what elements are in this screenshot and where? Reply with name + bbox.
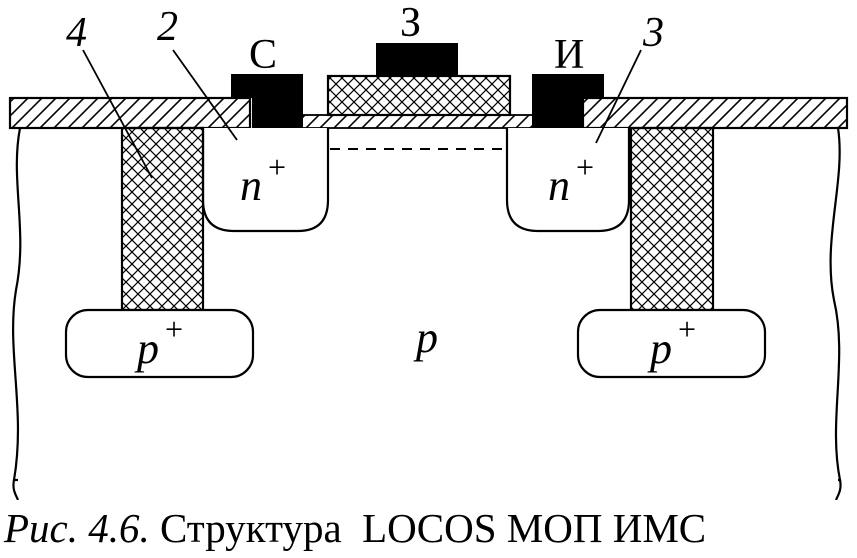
figure-number: Рис. 4.6. — [4, 505, 150, 551]
drain-label: И — [554, 32, 584, 78]
figure-caption: Рис. 4.6. Структура LOCOS МОП ИМС — [0, 498, 857, 558]
substrate-label: p — [413, 313, 438, 362]
callout-leader-2 — [172, 49, 238, 141]
n-plus-drain-region — [505, 128, 631, 233]
p-plus-left-region — [64, 308, 255, 379]
callout-leader-3 — [595, 49, 642, 144]
mos-structure-diagram: С З И 4 2 3 n + n + p + p + p — [8, 0, 849, 500]
p-plus-right-region — [576, 308, 767, 379]
n-plus-source-label: n — [240, 161, 262, 210]
isolation-column-right — [629, 126, 715, 312]
n-plus-drain-label: n — [548, 161, 570, 210]
n-plus-source-region — [201, 128, 330, 233]
p-plus-right-label: p — [647, 324, 672, 373]
p-plus-left-label: p — [134, 324, 159, 373]
callout-number-3: 3 — [642, 10, 664, 56]
p-plus-right-superscript: + — [678, 311, 696, 347]
callout-leader-4 — [82, 49, 153, 179]
callout-number-2: 2 — [157, 4, 178, 50]
p-plus-left-superscript: + — [165, 311, 183, 347]
n-plus-source-superscript: + — [268, 149, 286, 185]
field-oxide-right — [581, 96, 849, 130]
drain-contact — [532, 74, 604, 128]
caption-text: Структура LOCOS МОП ИМС — [160, 505, 707, 551]
n-plus-drain-superscript: + — [576, 149, 594, 185]
source-label: С — [249, 32, 277, 78]
field-oxide-left — [8, 96, 252, 130]
gate-label: З — [400, 0, 421, 46]
gate-contact — [376, 43, 458, 76]
isolation-column-left — [120, 126, 205, 312]
callout-number-4: 4 — [66, 10, 87, 56]
gate-oxide — [299, 114, 534, 129]
source-contact — [231, 74, 303, 128]
poly-gate — [326, 74, 512, 117]
